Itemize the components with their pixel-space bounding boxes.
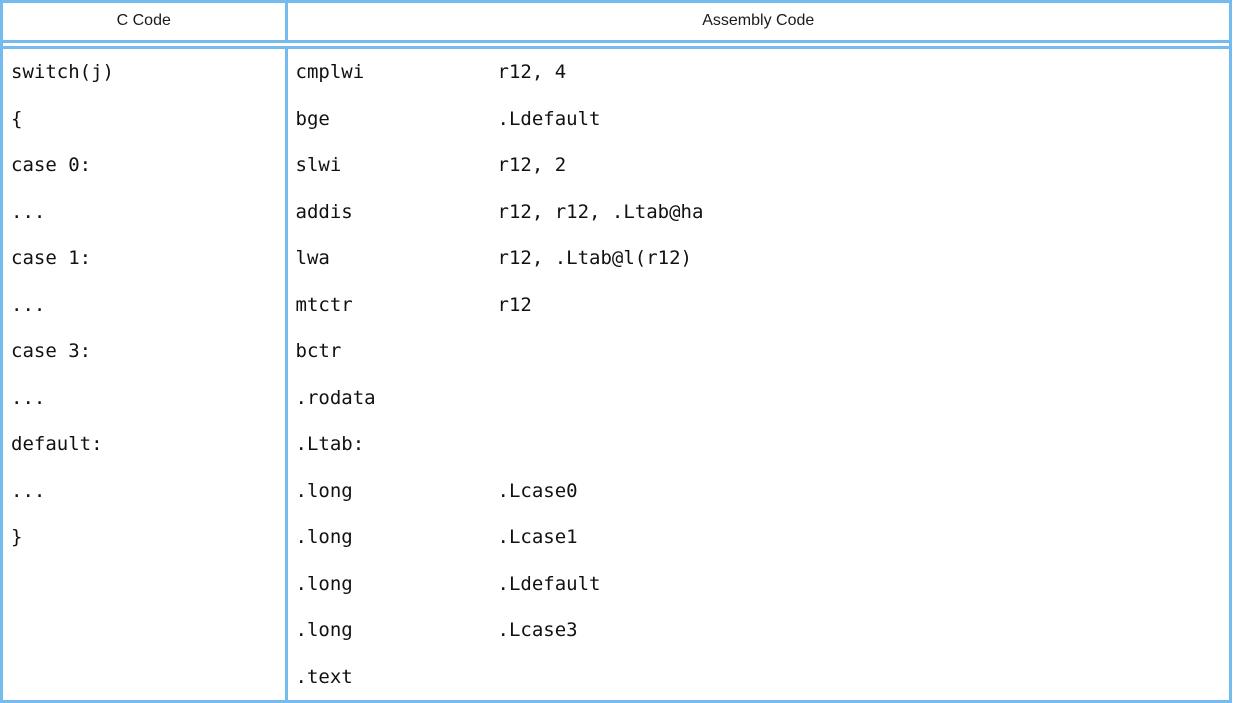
header-rule-gap — [3, 43, 1229, 46]
c-code-line: ... — [11, 479, 46, 502]
assembly-mnemonic: mtctr — [295, 293, 353, 316]
assembly-line: lwa r12, .Ltab@l(r12) — [296, 235, 1230, 282]
assembly-mnemonic: bge — [295, 107, 330, 130]
c-code-line: case 0: — [11, 154, 92, 176]
assembly-mnemonic: .Ltab: — [295, 433, 365, 455]
code-table-body: switch(j) { case 0:... case 1:... case 3:...… — [3, 49, 1229, 700]
assembly-mnemonic: .long — [295, 572, 353, 595]
table-header: C Code Assembly Code — [3, 3, 1229, 43]
c-code-filler-line — [11, 561, 285, 608]
column-header-assembly-code: Assembly Code — [286, 3, 1229, 43]
assembly-code-cell: cmplwi r12, 4 bge .Ldefault slwi r12, 2 addis r… — [286, 49, 1229, 700]
code-table: C Code Assembly Code — [3, 3, 1229, 43]
header-double-rule — [3, 46, 1229, 49]
c-code-line: ... — [11, 386, 46, 409]
c-code-line: case 1: — [11, 247, 92, 269]
assembly-mnemonic: .long — [295, 479, 353, 502]
assembly-mnemonic: slwi — [295, 154, 342, 176]
assembly-line: bge .Ldefault — [296, 96, 1230, 143]
assembly-operand: r12 — [497, 293, 532, 316]
assembly-line: .long .Lcase1 — [296, 514, 1230, 561]
header-row: C Code Assembly Code — [3, 3, 1229, 43]
assembly-operand: .Lcase1 — [497, 526, 578, 548]
c-code-filler-line — [11, 654, 285, 701]
assembly-mnemonic: cmplwi — [295, 61, 365, 83]
table-body: switch(j) { case 0:... case 1:... case 3:...… — [3, 49, 1229, 700]
assembly-mnemonic: .text — [295, 665, 353, 688]
assembly-operand: r12, 4 — [497, 61, 567, 83]
c-code-line: } — [11, 526, 23, 548]
assembly-line: .long .Lcase3 — [296, 607, 1230, 654]
assembly-operand: .Lcase0 — [497, 479, 578, 502]
c-code-line: ... — [11, 293, 46, 316]
c-code-line: case 3: — [11, 340, 92, 362]
assembly-line: .text — [296, 654, 1230, 701]
c-code-line: switch(j) — [11, 61, 114, 83]
column-header-c-code: C Code — [3, 3, 288, 43]
c-code-line: default: — [11, 433, 103, 455]
assembly-mnemonic: .long — [295, 619, 353, 641]
assembly-mnemonic: lwa — [295, 247, 330, 269]
assembly-operand: r12, .Ltab@l(r12) — [497, 247, 692, 269]
c-code-cell: switch(j) { case 0:... case 1:... case 3:...… — [3, 49, 288, 701]
assembly-operand: .Ldefault — [497, 107, 601, 130]
assembly-operand: .Lcase3 — [497, 619, 578, 641]
c-code-line: ... — [11, 200, 46, 223]
assembly-operand: r12, r12, .Ltab@ha — [497, 200, 704, 223]
assembly-line: .long .Lcase0 — [296, 468, 1230, 515]
assembly-line: cmplwi r12, 4 — [296, 49, 1230, 96]
assembly-operand: r12, 2 — [497, 154, 567, 176]
assembly-mnemonic: .long — [295, 526, 353, 548]
assembly-mnemonic: addis — [295, 200, 353, 223]
assembly-mnemonic: bctr — [295, 340, 342, 362]
assembly-line: slwi r12, 2 — [296, 142, 1230, 189]
c-code-line: { — [11, 107, 23, 130]
assembly-operand: .Ldefault — [497, 572, 601, 595]
assembly-mnemonic: .rodata — [295, 386, 376, 409]
assembly-line: .rodata — [296, 375, 1230, 422]
assembly-line: .Ltab: — [296, 421, 1230, 468]
table-row: switch(j) { case 0:... case 1:... case 3:...… — [3, 49, 1229, 700]
assembly-line: addis r12, r12, .Ltab@ha — [296, 189, 1230, 236]
assembly-line: .long .Ldefault — [296, 561, 1230, 608]
c-code-filler-line — [11, 607, 285, 654]
assembly-line: mtctr r12 — [296, 282, 1230, 329]
assembly-line: bctr — [296, 328, 1230, 375]
